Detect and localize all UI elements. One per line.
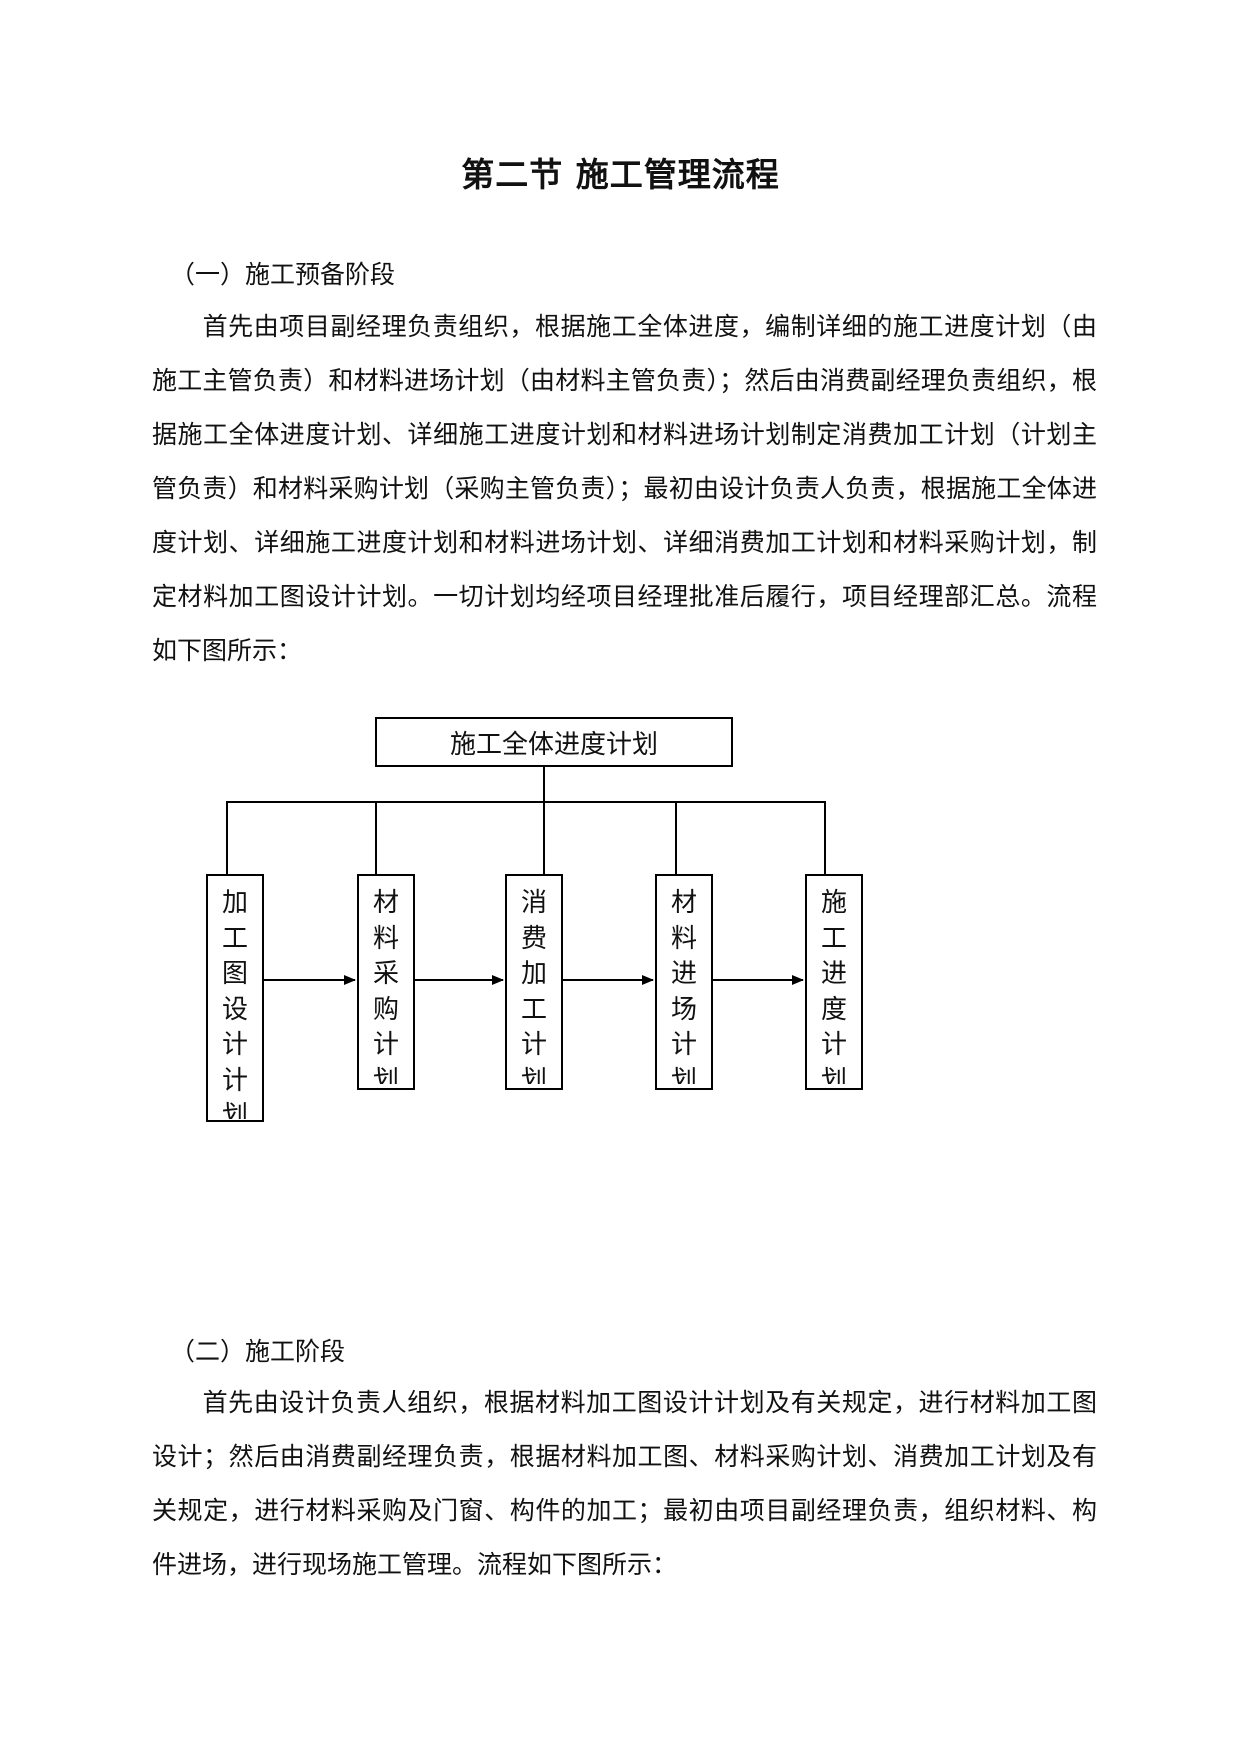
box4-char: 场 [670, 994, 697, 1025]
box5-char: 度 [820, 994, 847, 1025]
top-plan-label: 施工全体进度计划 [449, 729, 658, 760]
box5-char: 工 [820, 923, 847, 954]
box2-char: 采 [372, 959, 399, 989]
section-2-text: 首先由设计负责人组织，根据材料加工图设计计划及有关规定，进行材料加工图设计；然后… [152, 1388, 1097, 1579]
section-1-paragraph: 首先由项目副经理负责组织，根据施工全体进度，编制详细的施工进度计划（由施工主管负… [152, 300, 1097, 678]
box-processing-design-plan: 加 工 图 设 计 计 划 [206, 874, 264, 1122]
box1-char: 工 [221, 923, 248, 954]
drop-line-1 [226, 801, 228, 874]
box4-char-clipped: 划 [670, 1065, 697, 1084]
box4-char: 材 [670, 888, 697, 918]
box3-char: 工 [520, 994, 547, 1025]
box3-char: 加 [520, 959, 547, 989]
section-1-heading: （一）施工预备阶段 [170, 260, 396, 289]
box1-char: 图 [221, 959, 248, 989]
box3-char: 消 [520, 888, 547, 918]
drop-line-5 [824, 801, 826, 874]
page-title: 第二节 施工管理流程 [461, 155, 780, 194]
box1-char-clipped: 划 [221, 1101, 248, 1119]
box2-char: 购 [372, 994, 399, 1025]
box5-char: 计 [820, 1030, 847, 1060]
box2-char-clipped: 划 [372, 1065, 399, 1084]
drop-line-3 [543, 801, 545, 874]
trunk-line [543, 767, 545, 803]
section-1-text: 首先由项目副经理负责组织，根据施工全体进度，编制详细的施工进度计划（由施工主管负… [152, 312, 1097, 665]
box3-char: 计 [520, 1030, 547, 1060]
box2-char: 计 [372, 1030, 399, 1060]
box1-char: 计 [221, 1065, 248, 1096]
box2-char: 料 [372, 923, 399, 954]
box1-char: 加 [221, 888, 248, 918]
bus-line [226, 801, 826, 803]
drop-line-2 [375, 801, 377, 874]
box3-char: 费 [520, 923, 547, 954]
box1-char: 计 [221, 1030, 248, 1060]
section-2-paragraph: 首先由设计负责人组织，根据材料加工图设计计划及有关规定，进行材料加工图设计；然后… [152, 1376, 1097, 1592]
box-material-entry-plan: 材 料 进 场 计 划 [655, 874, 713, 1090]
box5-char: 施 [820, 888, 847, 918]
box5-char-clipped: 划 [820, 1065, 847, 1084]
section-2-heading: （二）施工阶段 [170, 1337, 346, 1366]
box-material-purchase-plan: 材 料 采 购 计 划 [357, 874, 415, 1090]
box4-char: 料 [670, 923, 697, 954]
box4-char: 计 [670, 1030, 697, 1060]
drop-line-4 [675, 801, 677, 874]
box-consumption-processing-plan: 消 费 加 工 计 划 [505, 874, 563, 1090]
box2-char: 材 [372, 888, 399, 918]
top-plan-box: 施工全体进度计划 [375, 717, 733, 767]
box5-char: 进 [820, 959, 847, 989]
box-construction-progress-plan: 施 工 进 度 计 划 [805, 874, 863, 1090]
box4-char: 进 [670, 959, 697, 989]
box3-char-clipped: 划 [520, 1065, 547, 1084]
box1-char: 设 [221, 994, 248, 1025]
